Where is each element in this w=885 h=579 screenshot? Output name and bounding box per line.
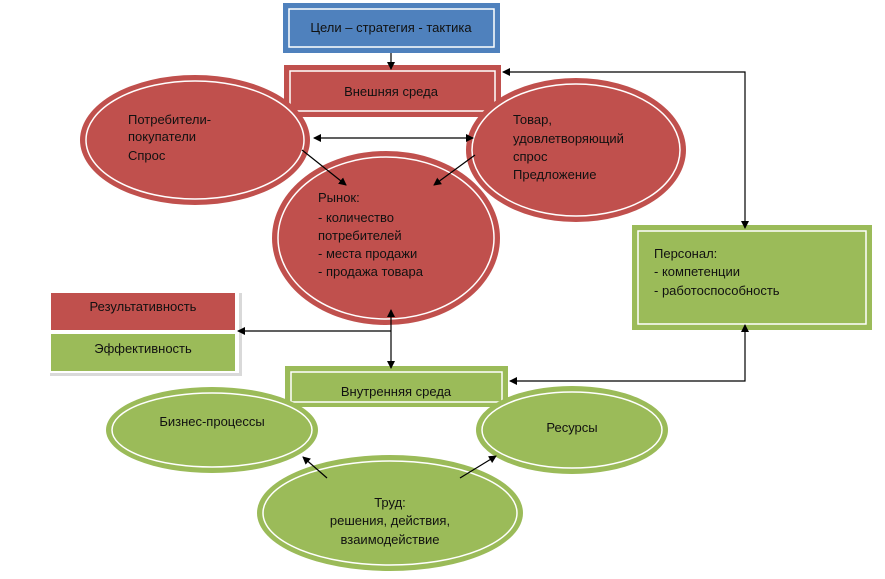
consumers-line: покупатели [128,129,196,144]
market-line: потребителей [318,228,402,243]
arrow-product-market [433,154,476,186]
personnel-line: - компетенции [654,264,740,279]
arrow-labor-resources [459,455,497,479]
arrow-labor-processes [302,456,328,479]
labor-ellipse: Труд: решения, действия, взаимодействие [257,455,523,571]
result-label: Результативность [90,299,197,314]
consumers-ellipse: Потребители- покупатели Спрос [80,75,310,205]
market-ellipse: Рынок: - количество потребителей - места… [272,151,500,325]
processes-ellipse: Бизнес-процессы [106,387,318,473]
personnel-line: - работоспособность [654,283,780,298]
market-line: - количество [318,210,394,225]
personnel-box: Персонал: - компетенции - работоспособно… [632,225,872,330]
connectors [237,53,749,479]
market-line: Рынок: [318,190,360,205]
consumers-line: Спрос [128,148,166,163]
market-line: - продажа товара [318,264,424,279]
labor-line: Труд: [374,495,406,510]
arrow-personnel-internal [509,324,749,385]
goals-label: Цели – стратегия - тактика [310,20,472,35]
goals-box: Цели – стратегия - тактика [283,3,500,53]
product-line: удовлетворяющий [513,131,624,146]
product-line: спрос [513,149,548,164]
labor-line: взаимодействие [340,532,439,547]
product-line: Товар, [513,112,552,127]
processes-label: Бизнес-процессы [159,414,264,429]
external-environment-box: Внешняя среда [284,65,501,117]
external-environment-label: Внешняя среда [344,84,439,99]
efficiency-label: Эффективность [94,341,192,356]
internal-environment-label: Внутренняя среда [341,384,452,399]
personnel-line: Персонал: [654,246,717,261]
labor-line: решения, действия, [330,513,450,528]
consumers-line: Потребители- [128,112,211,127]
result-efficiency-box: Результативность Эффективность [47,290,242,376]
internal-environment-box: Внутренняя среда [285,366,508,407]
product-ellipse: Товар, удовлетворяющий спрос Предложение [466,78,686,222]
arrow-consumers-market [301,149,347,186]
resources-label: Ресурсы [546,420,597,435]
resources-ellipse: Ресурсы [476,386,668,474]
arrow-personnel-external [502,68,749,229]
market-line: - места продажи [318,246,417,261]
product-line: Предложение [513,167,597,182]
